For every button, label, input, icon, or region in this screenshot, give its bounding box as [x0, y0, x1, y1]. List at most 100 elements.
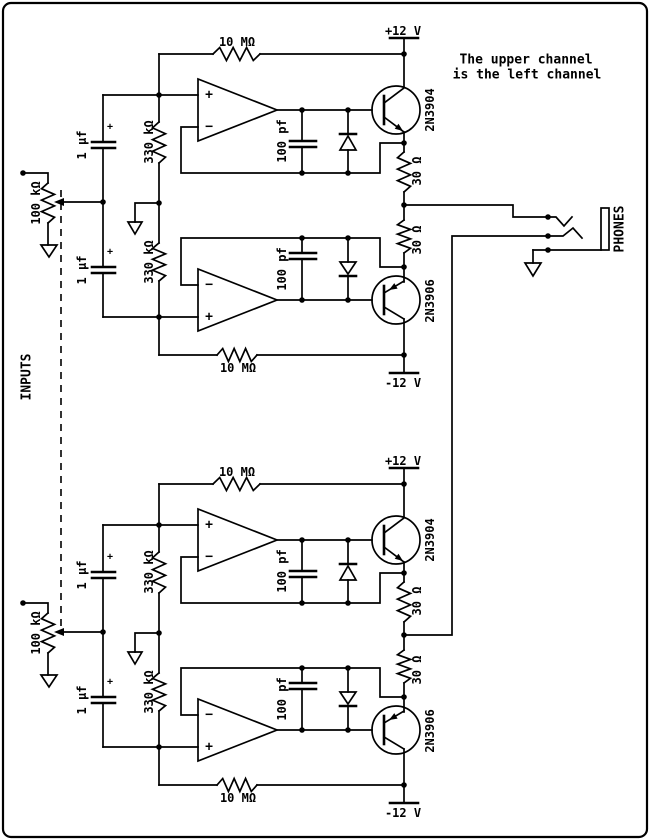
cap-polarity-mark: + [107, 122, 113, 133]
cap-polarity-mark: + [107, 677, 113, 688]
pot-value-label: 100 kΩ [29, 181, 43, 224]
minus-input-sign: − [205, 708, 213, 723]
junction-dot [401, 782, 407, 788]
headphone-jack: PHONES [403, 204, 628, 636]
comp-cap-100pf-top: 100 pf [275, 109, 318, 174]
feedback-resistor-10M-top: 10 MΩ [158, 35, 407, 63]
plus-input-sign: + [205, 88, 213, 103]
minus-input-sign: − [205, 278, 213, 293]
jack-ring-spring [549, 226, 584, 240]
transistor-circle [371, 515, 421, 565]
comp-cap-100pf-top: 100 pf [275, 539, 318, 604]
opamp-triangle [197, 77, 280, 143]
opamp-top: + − [102, 77, 407, 176]
volume-pot: 100 kΩ [20, 170, 104, 259]
ground-symbol [523, 262, 543, 278]
cap-polarity-mark: + [107, 552, 113, 563]
input-coupling-caps: + + 1 µf 1 µf [75, 94, 117, 318]
pot-wiper-arrow [54, 198, 64, 206]
jack-body [600, 207, 610, 251]
minus-input-sign: − [205, 120, 213, 135]
wire [22, 602, 49, 614]
resistor-zigzag [215, 346, 259, 364]
diode-triangle [338, 691, 358, 706]
emitter-arrow [394, 123, 403, 131]
resistor-value-label: 330 kΩ [142, 240, 156, 283]
transistor-circle [371, 705, 421, 755]
output-resistors-30ohm: 30 Ω 30 Ω [395, 150, 424, 270]
feedback-resistor-10M-bottom: 10 MΩ [158, 776, 407, 805]
note-line1: The upper channel [459, 53, 592, 68]
channel-lower-right: 100 kΩ + + 1 µf 1 µf 3 [20, 454, 437, 820]
note-annotation: The upper channel is the left channel [453, 53, 602, 83]
cap-value-label: 1 µf [75, 131, 89, 160]
ground-symbol [126, 651, 144, 666]
note-line2: is the left channel [453, 68, 602, 83]
pot-resistor-zigzag [39, 181, 57, 225]
left-channel-jack-wire [403, 204, 549, 218]
ground-symbol [39, 674, 59, 689]
resistor-value-label: 10 MΩ [219, 465, 255, 479]
diode-bottom [338, 667, 358, 731]
collector-lead [382, 516, 406, 535]
input-bias-resistors-330k: 330 kΩ 330 kΩ [126, 483, 168, 786]
jack-tip-contact-dot [545, 214, 551, 220]
transistor-label: 2N3906 [423, 709, 437, 752]
resistor-zigzag [150, 241, 168, 283]
comp-cap-100pf-bottom: 100 pf [275, 667, 318, 731]
cap-value-label: 100 pf [275, 247, 289, 290]
pot-wiper-arrow [54, 628, 64, 636]
pnp-transistor-2N3906: -12 V 2N3906 [371, 696, 437, 820]
cap-value-label: 100 pf [275, 549, 289, 592]
wire [22, 172, 49, 184]
resistor-zigzag [150, 671, 168, 713]
plus-input-sign: + [205, 518, 213, 533]
negative-supply-label: -12 V [385, 806, 421, 820]
minus-input-sign: − [205, 550, 213, 565]
resistor-value-label: 30 Ω [410, 656, 424, 685]
resistor-value-label: 330 kΩ [142, 550, 156, 593]
negative-supply-label: -12 V [385, 376, 421, 390]
resistor-value-label: 10 MΩ [220, 791, 256, 805]
opamp-triangle [197, 507, 280, 573]
cap-value-label: 100 pf [275, 119, 289, 162]
resistor-zigzag [215, 776, 259, 794]
channel-upper-left: 100 kΩ + + 1 µf 1 µf 3 [20, 24, 437, 390]
diode-triangle [338, 134, 358, 151]
emitter-arrow [389, 713, 398, 720]
resistor-value-label: 10 MΩ [219, 35, 255, 49]
pot-value-label: 100 kΩ [29, 611, 43, 654]
npn-transistor-2N3904: +12 V 2N3904 [371, 24, 437, 153]
phones-label: PHONES [613, 205, 628, 252]
opamp-triangle [197, 697, 280, 763]
resistor-value-label: 10 MΩ [220, 361, 256, 375]
input-bias-resistors-330k: 330 kΩ 330 kΩ [126, 53, 168, 356]
cap-value-label: 1 µf [75, 686, 89, 715]
ground-symbol [126, 221, 144, 236]
emitter-arrow [389, 283, 398, 290]
volume-pot: 100 kΩ [20, 600, 104, 689]
transistor-circle [371, 275, 421, 325]
input-coupling-caps: + + 1 µf 1 µf [75, 524, 117, 748]
pot-resistor-zigzag [39, 611, 57, 655]
resistor-value-label: 30 Ω [410, 157, 424, 186]
resistor-zigzag [150, 550, 168, 595]
npn-transistor-2N3904: +12 V 2N3904 [371, 454, 437, 583]
resistor-zigzag [395, 150, 413, 194]
feedback-resistor-10M-bottom: 10 MΩ [158, 346, 407, 375]
emitter-arrow [394, 553, 403, 561]
cap-value-label: 100 pf [275, 677, 289, 720]
diode-top [338, 109, 358, 174]
resistor-value-label: 30 Ω [410, 226, 424, 255]
collector-lead [382, 305, 406, 321]
resistor-value-label: 30 Ω [410, 587, 424, 616]
diode-top [338, 539, 358, 604]
collector-lead [382, 86, 406, 105]
pnp-transistor-2N3906: -12 V 2N3906 [371, 266, 437, 390]
ground-wire [134, 202, 160, 223]
diode-triangle [338, 564, 358, 581]
cap-value-label: 1 µf [75, 256, 89, 285]
ground-symbol [39, 244, 59, 259]
